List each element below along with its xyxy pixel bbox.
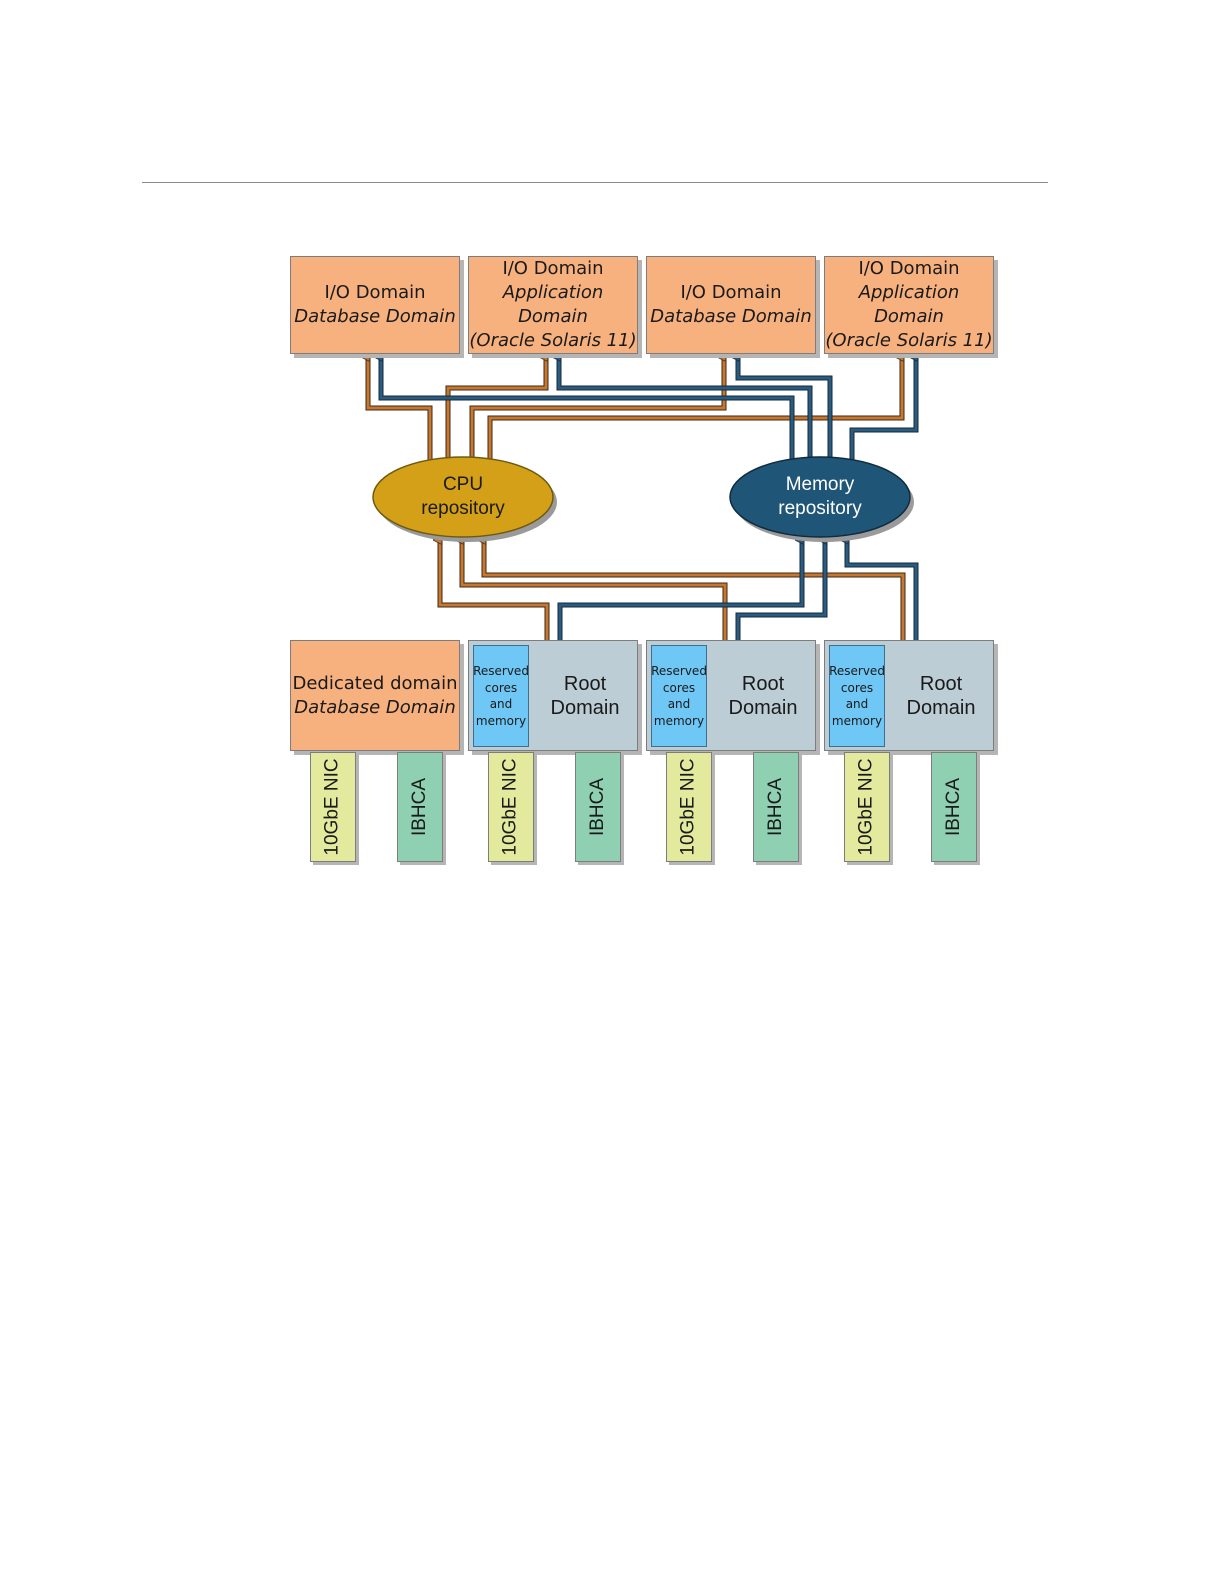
reserved-text: cores (484, 680, 518, 695)
root-domain-3-label: Root Domain (889, 641, 993, 750)
io-domain-4-os: (Oracle Solaris 11) (825, 330, 993, 351)
reserved-text: Reserved (651, 664, 707, 678)
io-domain-1-title: I/O Domain (324, 282, 426, 303)
nic-card-1: 10GbE NIC (310, 752, 356, 862)
io-domain-2-role: Application Domain (502, 282, 604, 327)
io-domain-4: I/O Domain Application Domain (Oracle So… (824, 256, 994, 354)
root-label-line1: Root (919, 672, 963, 695)
ibhca-card-1: IBHCA (397, 752, 443, 862)
reserved-text: and (489, 697, 513, 711)
cpu-repository (372, 456, 554, 538)
io-domain-1: I/O Domain Database Domain (290, 256, 460, 354)
io-domain-4-role: Application Domain (858, 282, 960, 327)
root-domain-1: Reserved cores and memory Root Domain (468, 640, 638, 751)
root-label-line2: Domain (728, 696, 798, 719)
root-domain-2-label: Root Domain (711, 641, 815, 750)
dedicated-domain-role: Database Domain (294, 696, 456, 718)
nic-card-2: 10GbE NIC (488, 752, 534, 862)
io-domain-3-role: Database Domain (650, 306, 812, 327)
mem-wire-root-3 (844, 540, 919, 640)
root-label-line1: Root (741, 672, 785, 695)
mem-wire-root-2 (735, 540, 828, 640)
cpu-repository-label: CPU repository (373, 457, 553, 537)
io-domain-2: I/O Domain Application Domain (Oracle So… (468, 256, 638, 354)
reserved-text: memory (475, 713, 527, 728)
cpu-repository-line1: CPU (442, 474, 484, 495)
mem-wire-domain-3 (735, 357, 833, 462)
ibhca-card-label: IBHCA (943, 777, 965, 837)
nic-card-label: 10GbE NIC (856, 758, 877, 856)
reserved-text: cores (840, 680, 874, 695)
dedicated-domain-title: Dedicated domain (292, 672, 458, 694)
reserved-cores-memory-2: Reserved cores and memory (651, 645, 707, 747)
cpu-repository-line2: repository (421, 498, 505, 519)
nic-card-label: 10GbE NIC (500, 758, 521, 856)
mem-wire-domain-4 (849, 357, 919, 462)
reserved-cores-memory-3: Reserved cores and memory (829, 645, 885, 747)
reserved-text: and (667, 697, 691, 711)
io-domain-3-title: I/O Domain (680, 282, 782, 303)
cpu-wire-root-2 (459, 540, 728, 640)
root-label-line1: Root (563, 672, 607, 695)
root-domain-2: Reserved cores and memory Root Domain (646, 640, 816, 751)
io-domain-1-role: Database Domain (294, 306, 456, 327)
cpu-wire-root-1 (437, 540, 550, 640)
reserved-text: Reserved (829, 664, 885, 678)
reserved-text: memory (653, 713, 705, 728)
reserved-cores-memory-1: Reserved cores and memory (473, 645, 529, 747)
nic-card-4: 10GbE NIC (844, 752, 890, 862)
memory-repository (729, 456, 911, 538)
nic-card-3: 10GbE NIC (666, 752, 712, 862)
ibhca-card-label: IBHCA (409, 777, 431, 837)
io-domain-2-title: I/O Domain (502, 258, 604, 279)
io-domain-3: I/O Domain Database Domain (646, 256, 816, 354)
root-domain-3: Reserved cores and memory Root Domain (824, 640, 994, 751)
reserved-text: and (845, 697, 869, 711)
reserved-text: Reserved (473, 664, 529, 678)
root-label-line2: Domain (550, 696, 620, 719)
nic-card-label: 10GbE NIC (678, 758, 699, 856)
root-domain-1-label: Root Domain (533, 641, 637, 750)
nic-card-label: 10GbE NIC (322, 758, 343, 856)
memory-repository-line1: Memory (785, 474, 855, 495)
header-rule (142, 182, 1048, 183)
memory-repository-label: Memory repository (730, 457, 910, 537)
dedicated-domain: Dedicated domain Database Domain (290, 640, 460, 751)
reserved-text: memory (831, 713, 883, 728)
ibhca-card-label: IBHCA (765, 777, 787, 837)
io-domain-4-title: I/O Domain (858, 258, 960, 279)
ibhca-card-4: IBHCA (931, 752, 977, 862)
reserved-text: cores (662, 680, 696, 695)
ibhca-card-label: IBHCA (587, 777, 609, 837)
root-label-line2: Domain (906, 696, 976, 719)
memory-repository-line2: repository (778, 498, 862, 519)
ibhca-card-3: IBHCA (753, 752, 799, 862)
mem-wire-root-1 (557, 540, 805, 640)
io-domain-2-os: (Oracle Solaris 11) (469, 330, 637, 351)
ibhca-card-2: IBHCA (575, 752, 621, 862)
